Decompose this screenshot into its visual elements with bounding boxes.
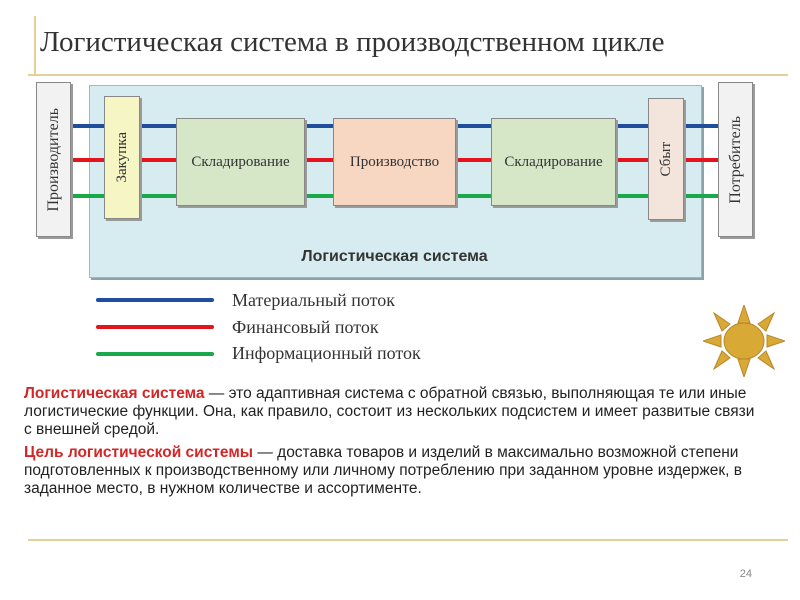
goal-paragraph: Цель логистической системы — доставка то… bbox=[24, 444, 764, 498]
purchase-label: Закупка bbox=[113, 132, 130, 183]
consumer-box: Потребитель bbox=[718, 82, 753, 237]
slide-title: Логистическая система в производственном… bbox=[40, 26, 665, 58]
decor-title-rule bbox=[28, 74, 788, 76]
warehouse-2-label: Складирование bbox=[504, 153, 603, 170]
decor-vertical-rule bbox=[34, 16, 36, 76]
decor-bottom-rule bbox=[28, 539, 788, 541]
definition-paragraph: Логистическая система — это адаптивная с… bbox=[24, 385, 764, 439]
producer-label: Производитель bbox=[44, 107, 62, 212]
warehouse-1-box: Складирование bbox=[176, 118, 305, 206]
legend-financial-label: Финансовый поток bbox=[232, 317, 379, 337]
production-label: Производство bbox=[349, 153, 440, 170]
sales-box: Сбыт bbox=[648, 98, 684, 220]
legend-information-swatch bbox=[96, 352, 214, 356]
consumer-label: Потребитель bbox=[726, 115, 744, 204]
sun-icon bbox=[703, 305, 785, 377]
purchase-box: Закупка bbox=[104, 96, 140, 219]
definition-term: Логистическая система bbox=[24, 385, 205, 402]
goal-term: Цель логистической системы bbox=[24, 444, 254, 461]
sales-label: Сбыт bbox=[657, 141, 674, 177]
warehouse-1-label: Складирование bbox=[191, 153, 290, 170]
legend-information-label: Информационный поток bbox=[232, 343, 421, 363]
description-text: Логистическая система — это адаптивная с… bbox=[24, 385, 764, 503]
system-label: Логистическая система bbox=[301, 248, 488, 265]
goal-body: — доставка товаров и изделий в максималь… bbox=[24, 444, 743, 497]
production-box: Производство bbox=[333, 118, 456, 206]
producer-box: Производитель bbox=[36, 82, 71, 237]
legend-financial-swatch bbox=[96, 325, 214, 329]
definition-body: — это адаптивная система с обратной связ… bbox=[24, 385, 755, 438]
legend-material-label: Материальный поток bbox=[232, 290, 395, 310]
legend-material-swatch bbox=[96, 298, 214, 302]
page-number: 24 bbox=[739, 568, 752, 580]
warehouse-2-box: Складирование bbox=[491, 118, 616, 206]
